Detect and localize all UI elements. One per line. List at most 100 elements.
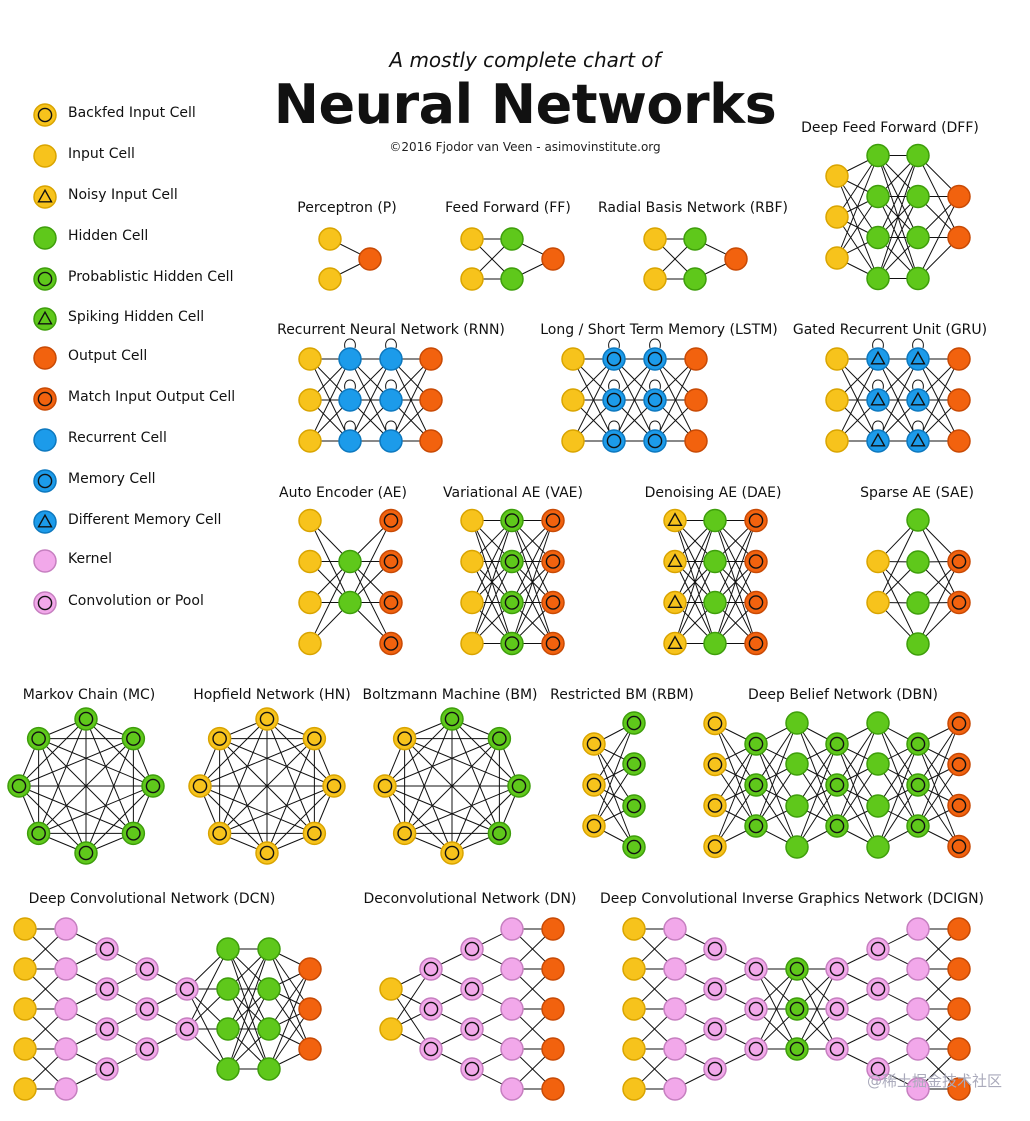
legend-label: Different Memory Cell — [68, 512, 222, 528]
conv-pool-node — [419, 1037, 443, 1061]
hidden-node — [216, 977, 240, 1001]
match-io-node — [947, 752, 971, 777]
match-io-node — [744, 590, 768, 615]
network-label-mc: Markov Chain (MC) — [22, 687, 156, 703]
network-label-ff: Feed Forward (FF) — [445, 200, 571, 216]
memory-node — [643, 347, 667, 371]
backfed-input-node — [392, 821, 417, 846]
prob-hidden-node — [487, 726, 512, 751]
output-node — [684, 429, 708, 453]
input-cell-node — [13, 1077, 37, 1101]
diff-memory-node — [866, 347, 890, 371]
hidden-node — [500, 267, 524, 291]
hidden-node — [703, 631, 727, 656]
kernel-node — [54, 997, 78, 1021]
match-io-node — [744, 508, 768, 533]
input-cell-node — [622, 917, 646, 941]
network-label-vae: Variational AE (VAE) — [443, 485, 583, 501]
input-cell-node — [460, 227, 484, 251]
network-hn — [188, 707, 346, 865]
spiking-hidden-cell-icon — [33, 307, 57, 331]
recurrent-node — [338, 388, 362, 412]
prob-hidden-node — [622, 711, 646, 735]
kernel-node — [906, 917, 930, 941]
network-label-rbf: Radial Basis Network (RBF) — [597, 200, 789, 216]
conv-pool-node — [135, 997, 159, 1021]
hidden-node — [785, 752, 809, 776]
network-dcign — [622, 917, 971, 1101]
input-cell-node — [866, 549, 890, 574]
network-label-dae: Denoising AE (DAE) — [644, 485, 782, 501]
input-cell-node — [298, 429, 322, 453]
prob-hidden-node — [622, 752, 646, 776]
output-node — [298, 1037, 322, 1061]
memory-node — [602, 388, 626, 412]
legend-label: Output Cell — [68, 348, 148, 364]
hidden-node — [216, 1017, 240, 1041]
hidden-cell-icon — [33, 226, 57, 250]
network-label-bm: Boltzmann Machine (BM) — [362, 687, 538, 703]
prob-hidden-node — [500, 508, 524, 533]
conv-pool-node — [175, 977, 199, 1001]
backfed-input-node — [440, 841, 464, 865]
conv-pool-node — [703, 1057, 727, 1081]
legend-label: Kernel — [68, 551, 112, 567]
recurrent-node — [379, 347, 403, 371]
prob-hidden-node — [121, 726, 146, 751]
input-cell-node — [13, 1037, 37, 1061]
legend-label: Spiking Hidden Cell — [68, 309, 205, 325]
match-io-node — [947, 834, 971, 859]
kernel-node — [500, 997, 524, 1021]
output-node — [947, 429, 971, 453]
backfed-input-node — [703, 711, 727, 736]
output-node — [541, 917, 565, 941]
network-label-dff: Deep Feed Forward (DFF) — [801, 120, 979, 136]
output-cell-icon — [33, 346, 57, 370]
conv-pool-node — [744, 997, 768, 1021]
match-io-node — [541, 508, 565, 533]
watermark: @稀土掘金技术社区 — [866, 1072, 1002, 1090]
input-cell-node — [318, 227, 342, 251]
input-cell-icon — [33, 144, 57, 168]
memory-node — [602, 429, 626, 453]
kernel-node — [906, 997, 930, 1021]
legend-item: Spiking Hidden Cell — [30, 304, 270, 331]
network-dcn — [13, 917, 322, 1101]
match-io-node — [947, 590, 971, 615]
input-cell-node — [13, 997, 37, 1021]
network-dn — [379, 917, 565, 1101]
diff-memory-node — [906, 429, 930, 453]
backfed-input-node — [392, 726, 417, 751]
kernel-node — [500, 1077, 524, 1101]
output-node — [947, 1077, 971, 1101]
prob-hidden-node — [26, 821, 51, 846]
backfed-input-node — [302, 726, 327, 751]
conv-pool-node — [135, 957, 159, 981]
backfed-input-node — [582, 732, 606, 756]
input-cell-node — [825, 246, 849, 270]
input-cell-node — [379, 1017, 403, 1041]
conv-pool-node — [866, 1017, 890, 1041]
input-cell-node — [622, 1077, 646, 1101]
hidden-node — [216, 937, 240, 961]
conv-pool-node — [33, 591, 57, 615]
backfed-input-node — [33, 103, 57, 127]
input-cell-node — [561, 347, 585, 371]
network-ae — [298, 508, 403, 656]
kernel-node — [906, 1037, 930, 1061]
kernel-icon — [33, 549, 57, 573]
hidden-node — [906, 184, 930, 209]
output-node — [419, 429, 443, 453]
legend-item: Noisy Input Cell — [30, 182, 270, 209]
conv-pool-node — [825, 957, 849, 981]
kernel-node — [663, 1037, 687, 1061]
match-io-node — [744, 549, 768, 574]
kernel-node — [663, 1077, 687, 1101]
probablistic-hidden-cell-icon — [33, 267, 57, 291]
legend-item: Match Input Output Cell — [30, 384, 270, 411]
hidden-node — [785, 835, 809, 859]
input-cell-node — [13, 917, 37, 941]
input-cell-node — [13, 957, 37, 981]
diff-memory-node — [866, 388, 890, 412]
prob-hidden-node — [785, 1037, 809, 1061]
